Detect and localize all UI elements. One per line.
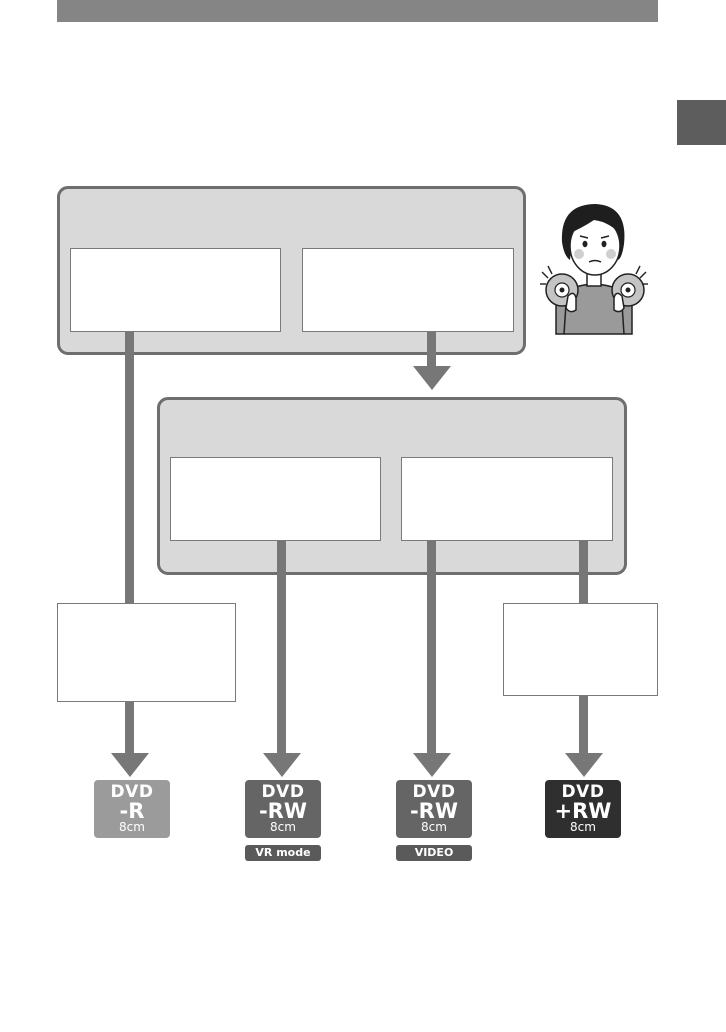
mode-badge-video: VIDEO mode (396, 845, 472, 875)
disc-dvd-rw-video: DVD -RW 8cm (396, 780, 472, 838)
disc-size: 8cm (570, 820, 596, 834)
person-holding-discs-icon (540, 204, 648, 335)
second-option-left (170, 457, 381, 541)
disc-label: DVD (412, 782, 456, 802)
disc-size: 8cm (119, 820, 145, 834)
disc-label: -RW (409, 799, 459, 823)
arrow-head (413, 753, 451, 777)
disc-dvd-rw-vr: DVD -RW 8cm (245, 780, 321, 838)
header-bar (57, 0, 658, 22)
connector-line (277, 541, 286, 754)
disc-label: -R (119, 799, 145, 823)
disc-dvd-r: DVD -R 8cm (94, 780, 170, 838)
note-box-left (57, 603, 236, 702)
arrow-head (263, 753, 301, 777)
disc-label: DVD (561, 782, 605, 802)
disc-size: 8cm (421, 820, 447, 834)
disc-label: -RW (258, 799, 308, 823)
disc-label: +RW (554, 799, 612, 823)
arrow-head (111, 753, 149, 777)
disc-dvd-plus-rw: DVD +RW 8cm (545, 780, 621, 838)
connector-line (427, 332, 436, 368)
disc-size: 8cm (270, 820, 296, 834)
disc-label: DVD (261, 782, 305, 802)
arrow-head (413, 366, 451, 390)
disc-label: DVD (110, 782, 154, 802)
top-option-right (302, 248, 514, 332)
section-tab (677, 100, 726, 145)
connector-line (579, 541, 588, 603)
connector-line (125, 332, 134, 604)
arrow-head (565, 753, 603, 777)
connector-line (579, 696, 588, 754)
note-box-right (503, 603, 658, 696)
top-option-left (70, 248, 281, 332)
connector-line (427, 541, 436, 754)
mode-badge-vr: VR mode (245, 845, 321, 861)
second-option-right (401, 457, 613, 541)
connector-line (125, 702, 134, 754)
